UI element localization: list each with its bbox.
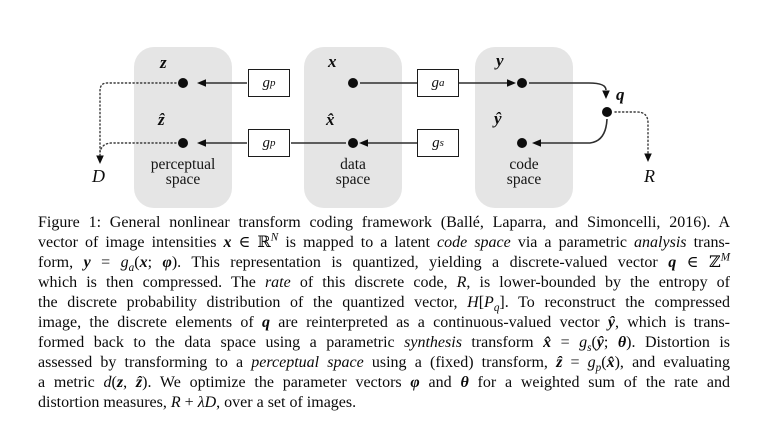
caption-line: formed back to the data space using a pa… — [38, 334, 731, 355]
arrowhead-into-z — [197, 79, 206, 87]
code-space-region — [475, 47, 573, 208]
perceptual-space-label: perceptual space — [150, 156, 216, 188]
arrowhead-into-yhat — [532, 139, 541, 147]
caption-line: image, the discrete elements of q are re… — [38, 314, 731, 331]
caption-line: the discrete probability distribution of… — [38, 294, 730, 315]
wire-zhat-to-D — [99, 142, 177, 153]
wire-y-to-q — [529, 82, 607, 91]
node-label-xhat: x̂ — [326, 110, 335, 129]
node-label-zhat: ẑ — [158, 110, 165, 129]
node-label-z: z — [160, 53, 167, 72]
wire-q-to-yhat — [541, 118, 608, 144]
arrowhead-into-R — [644, 153, 652, 162]
distortion-label: D — [92, 166, 105, 186]
arrowhead-into-y — [507, 79, 516, 87]
caption-line: vector of image intensities x ∈ ℝN is ma… — [38, 231, 730, 251]
node-dot-xhat — [348, 138, 358, 148]
caption-line: a metric d(z, ẑ). We optimize the parame… — [38, 374, 730, 391]
arrowhead-into-xhat — [359, 139, 368, 147]
node-dot-x — [348, 78, 358, 88]
code-space-label: code space — [506, 156, 542, 188]
node-dot-q — [602, 107, 612, 117]
wire-q-to-R — [614, 111, 649, 154]
node-label-yhat: ŷ — [494, 109, 502, 128]
diagram-wires — [96, 78, 652, 164]
data-space-region — [304, 47, 402, 208]
node-label-q: q — [616, 85, 625, 104]
node-label-x: x — [328, 52, 337, 71]
arrowhead-into-q — [602, 90, 610, 99]
caption-line: distortion measures, R + λD, over a set … — [38, 394, 357, 411]
transform-coding-diagram: perceptual space data space code space — [92, 47, 655, 208]
rate-label: R — [644, 166, 655, 186]
node-dot-y — [517, 78, 527, 88]
node-dot-zhat — [178, 138, 188, 148]
data-space-label: data space — [335, 156, 371, 188]
caption-line: Figure 1: General nonlinear transform co… — [38, 214, 730, 231]
node-dot-yhat — [517, 138, 527, 148]
arrowhead-into-zhat — [197, 139, 206, 147]
caption-line: form, y = ga(x; φ). This representation … — [38, 251, 731, 275]
node-dot-z — [178, 78, 188, 88]
caption-line: assessed by transforming to a perceptual… — [38, 354, 731, 375]
arrowhead-into-D — [96, 155, 104, 164]
node-label-y: y — [496, 51, 504, 70]
caption-line: which is then compressed. The rate of th… — [38, 274, 730, 291]
figure-caption: Figure 1: General nonlinear transform co… — [38, 213, 730, 413]
perceptual-space-region — [134, 47, 232, 208]
wire-z-to-D — [99, 82, 177, 156]
